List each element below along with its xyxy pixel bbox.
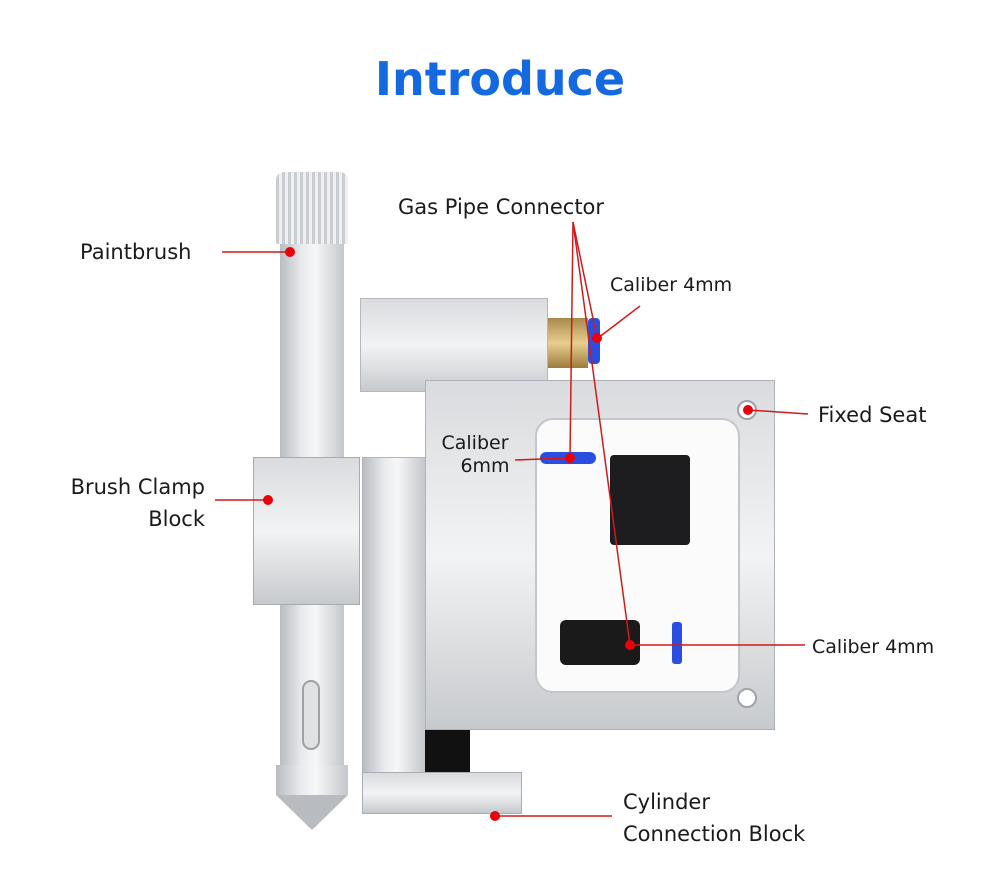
marker-dot [592,333,602,343]
marker-dot [263,495,273,505]
label-caliber-4mm-top: Caliber 4mm [610,274,733,296]
marker-dot [565,453,575,463]
cylinder [425,730,470,775]
fixed-seat-hole [737,688,757,708]
leader-gas-top [572,221,598,339]
label-brush-clamp-block: Brush Clamp Block [40,471,205,535]
leader-caliber-6mm [514,457,571,461]
paintbrush-knurled-cap [276,172,348,244]
marker-dot [285,247,295,257]
label-cylinder-line1: Cylinder [623,790,710,814]
label-gas-pipe-connector: Gas Pipe Connector [398,195,605,219]
leader-caliber-top [597,305,641,339]
leader-gas-bottom [572,221,631,646]
paintbrush-cone [276,795,348,830]
label-fixed-seat: Fixed Seat [818,403,927,427]
label-caliber-6mm: Caliber 6mm [430,432,520,478]
vertical-plate [362,457,426,775]
blue-ring-bottom [672,622,682,664]
marker-dot [625,640,635,650]
solenoid-valve [610,455,690,545]
brass-fitting [548,318,588,368]
paintbrush-slot [302,680,320,750]
label-brush-clamp-line2: Block [148,507,205,531]
label-brush-clamp-line1: Brush Clamp [70,475,205,499]
label-caliber-6mm-line2: 6mm [460,455,510,477]
label-paintbrush: Paintbrush [80,240,192,264]
cylinder-connection-block [362,772,522,814]
leader-fixed-seat [747,409,809,415]
paintbrush-tip [276,765,348,795]
marker-dot [490,811,500,821]
marker-dot [743,405,753,415]
label-caliber-4mm-bottom: Caliber 4mm [812,636,935,658]
label-caliber-6mm-line1: Caliber [441,432,509,454]
page-title: Introduce [374,52,626,106]
leader-gas-middle [569,221,574,459]
label-cylinder-connection-block: Cylinder Connection Block [623,786,805,850]
brush-clamp-block [253,457,360,605]
label-cylinder-line2: Connection Block [623,822,806,846]
